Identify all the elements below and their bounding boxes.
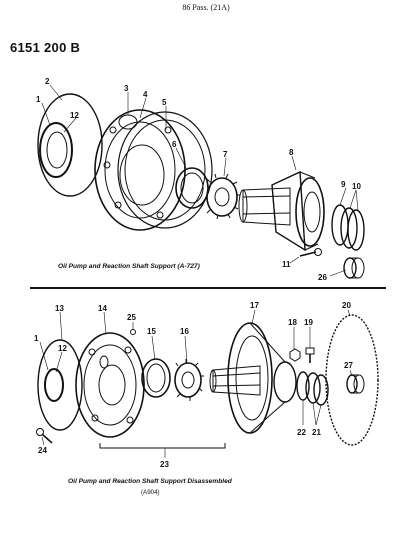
outer-gear-15 bbox=[141, 358, 171, 398]
nut-18 bbox=[289, 348, 301, 362]
bracket-23 bbox=[99, 443, 226, 449]
transmission-code: (A904) bbox=[141, 489, 160, 496]
pump-housing bbox=[94, 109, 186, 231]
callout-8-upper: 8 bbox=[289, 148, 294, 157]
seal-ring-10a bbox=[340, 207, 358, 249]
seal-ring-10b bbox=[347, 209, 365, 251]
seal-12 bbox=[44, 368, 64, 402]
callout-10-upper: 10 bbox=[352, 182, 361, 191]
callout-6-upper: 6 bbox=[172, 140, 177, 149]
upper-caption: Oil Pump and Reaction Shaft Support (A-7… bbox=[58, 263, 200, 270]
callout-18-lower: 18 bbox=[288, 318, 297, 327]
lower-caption: Oil Pump and Reaction Shaft Support Disa… bbox=[68, 478, 232, 485]
callout-2-upper: 2 bbox=[45, 77, 50, 86]
front-seal bbox=[39, 122, 73, 178]
bolt-19 bbox=[305, 347, 315, 363]
callout-1-lower: 1 bbox=[34, 334, 39, 343]
figure-code: 6151 200 B bbox=[10, 40, 81, 55]
bushing-27 bbox=[346, 374, 365, 394]
callout-20-lower: 20 bbox=[342, 301, 351, 310]
callout-1-upper: 1 bbox=[36, 95, 41, 104]
callout-25-lower: 25 bbox=[127, 313, 136, 322]
callout-22-lower: 22 bbox=[297, 428, 306, 437]
callout-19-lower: 19 bbox=[304, 318, 313, 327]
bolt-11 bbox=[299, 248, 322, 257]
callout-3-upper: 3 bbox=[124, 84, 129, 93]
callout-4-upper: 4 bbox=[143, 90, 148, 99]
callout-14-lower: 14 bbox=[98, 304, 107, 313]
callout-5-upper: 5 bbox=[162, 98, 167, 107]
bolt-24 bbox=[36, 428, 53, 444]
gasket-20 bbox=[325, 314, 379, 446]
callout-13-lower: 13 bbox=[55, 304, 64, 313]
callout-24-lower: 24 bbox=[38, 446, 47, 455]
callout-17-lower: 17 bbox=[250, 301, 259, 310]
callout-27-lower: 27 bbox=[344, 361, 353, 370]
bushing-26 bbox=[343, 257, 365, 279]
seal-ring-21b bbox=[313, 374, 329, 406]
gasket-ring bbox=[37, 93, 103, 197]
seal-ring-9 bbox=[331, 204, 349, 246]
callout-12-upper: 12 bbox=[70, 111, 79, 120]
pump-gasket bbox=[117, 111, 213, 229]
callout-11-upper: 11 bbox=[282, 260, 291, 269]
callout-7-upper: 7 bbox=[223, 150, 228, 159]
pump-body bbox=[75, 332, 145, 438]
callout-21-lower: 21 bbox=[312, 428, 321, 437]
reaction-shaft-support bbox=[238, 170, 325, 252]
inner-gear bbox=[206, 173, 240, 220]
gasket-13 bbox=[37, 339, 83, 431]
inner-gear-16 bbox=[174, 359, 204, 401]
support-17 bbox=[209, 322, 297, 434]
callout-9-upper: 9 bbox=[341, 180, 346, 189]
callout-16-lower: 16 bbox=[180, 327, 189, 336]
page-reference: 86 Pass. (21A) bbox=[182, 3, 230, 12]
callout-15-lower: 15 bbox=[147, 327, 156, 336]
check-ball bbox=[130, 329, 136, 335]
callout-26-upper: 26 bbox=[318, 273, 327, 282]
callout-23-lower: 23 bbox=[160, 460, 169, 469]
callout-12-lower: 12 bbox=[58, 344, 67, 353]
